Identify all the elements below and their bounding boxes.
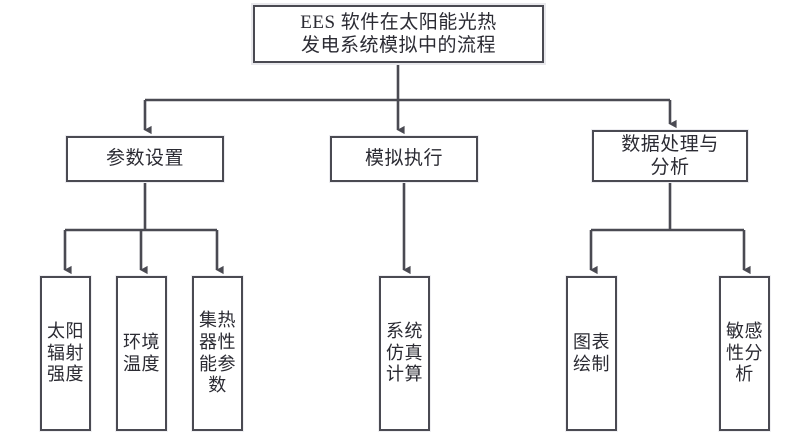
node-system-simulation[interactable]: 系统仿真计算 [379, 276, 430, 431]
node-params[interactable]: 参数设置 [66, 136, 224, 182]
node-chart-drawing-label: 图表绘制 [573, 331, 610, 374]
node-sensitivity-analysis[interactable]: 敏感性分析 [719, 276, 770, 431]
node-simulation-label: 模拟执行 [364, 148, 443, 170]
node-root-label: EES 软件在太阳能光热发电系统模拟中的流程 [300, 11, 497, 56]
node-sensitivity-analysis-label: 敏感性分析 [726, 320, 763, 385]
node-root[interactable]: EES 软件在太阳能光热发电系统模拟中的流程 [253, 5, 544, 63]
node-params-label: 参数设置 [105, 148, 184, 170]
node-collector-performance-label: 集热器性能参数 [199, 309, 236, 396]
node-solar-radiation[interactable]: 太阳辐射强度 [40, 276, 91, 431]
node-collector-performance[interactable]: 集热器性能参数 [192, 276, 243, 431]
node-system-simulation-label: 系统仿真计算 [386, 320, 423, 385]
node-solar-radiation-label: 太阳辐射强度 [47, 320, 84, 385]
node-ambient-temperature[interactable]: 环境温度 [116, 276, 167, 431]
node-analysis[interactable]: 数据处理与分析 [592, 130, 748, 182]
node-ambient-temperature-label: 环境温度 [123, 331, 160, 374]
node-simulation[interactable]: 模拟执行 [330, 136, 478, 182]
node-analysis-label: 数据处理与分析 [621, 133, 719, 178]
node-chart-drawing[interactable]: 图表绘制 [566, 276, 617, 431]
